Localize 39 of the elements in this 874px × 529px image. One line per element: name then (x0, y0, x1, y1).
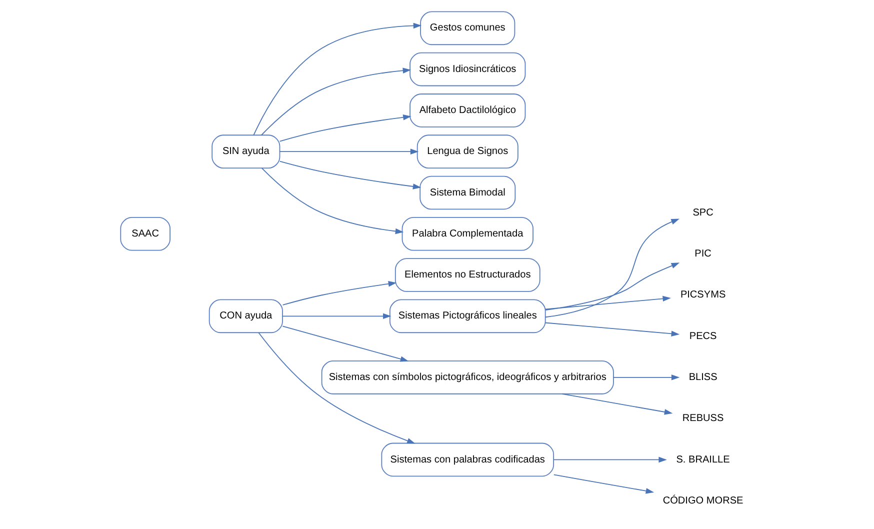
node-box: CON ayuda (208, 299, 283, 334)
node-text: PIC (694, 248, 712, 260)
arrow (260, 68, 412, 136)
node-box: SAAC (120, 216, 170, 251)
node-text: SPC (692, 207, 714, 218)
arrow (282, 313, 392, 320)
node-text: BLISS (688, 372, 718, 383)
node-box: Sistemas con palabras codificadas (381, 442, 554, 477)
node-box: Alfabeto Dactilológico (410, 94, 526, 128)
arrow (553, 474, 654, 494)
node-box: Signos Idiosincráticos (410, 52, 526, 86)
arrow (544, 296, 671, 310)
node-box: Lengua de Signos (416, 134, 518, 168)
node-text: PICSYMS (680, 290, 726, 301)
arrow (282, 326, 409, 362)
arrow (613, 374, 680, 380)
node-box: Elementos no Estructurados (394, 258, 540, 292)
node-box: SIN ayuda (212, 134, 280, 168)
arrow (279, 148, 419, 154)
node-text: PECS (689, 330, 717, 342)
node-text: CÓDIGO MORSE (662, 495, 744, 506)
arrow (279, 114, 412, 142)
arrow (544, 322, 680, 336)
arrow (553, 456, 667, 463)
arrow (258, 332, 416, 444)
node-text: S. BRAILLE (676, 454, 730, 466)
node-text: REBUSS (682, 413, 724, 424)
arrow (282, 281, 397, 306)
arrow (545, 262, 680, 310)
node-box: Sistemas con símbolos pictográficos, ideográficos y arbitrarios (321, 360, 614, 394)
arrow (545, 218, 680, 318)
arrow (562, 393, 673, 415)
arrow (261, 168, 404, 234)
arrow (279, 160, 422, 190)
node-box: Sistemas Pictográficos lineales (389, 299, 546, 334)
node-box: Gestos comunes (420, 11, 516, 46)
arrow (253, 22, 422, 136)
node-box: Palabra Complementada (402, 216, 534, 251)
node-box: Sistema Bimodal (420, 176, 516, 210)
